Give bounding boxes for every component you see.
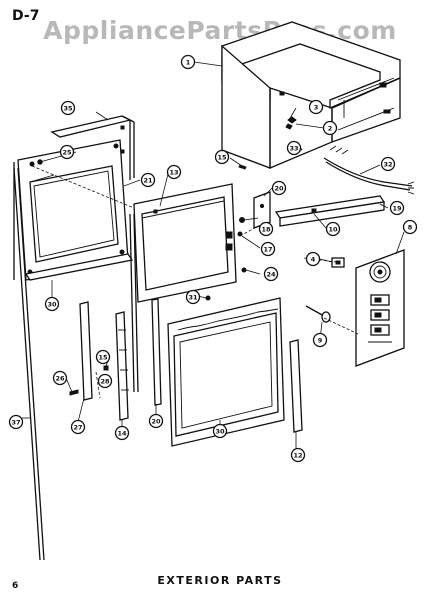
callout-number: 20 — [151, 418, 161, 426]
bottom-frame — [24, 253, 134, 281]
callout-9: 9 — [312, 332, 328, 348]
callout-number: 8 — [408, 224, 413, 232]
callout-37: 37 — [8, 414, 24, 430]
callout-number: 28 — [100, 378, 110, 386]
callout-number: 15 — [98, 354, 108, 362]
control-panel — [355, 249, 405, 367]
callout-number: 2 — [328, 125, 333, 133]
callout-12: 12 — [290, 447, 306, 463]
callout-30-door: 30 — [212, 423, 228, 439]
callout-number: 9 — [318, 337, 323, 345]
upper-rail — [274, 195, 386, 227]
callout-number: 19 — [392, 205, 402, 213]
callout-1: 1 — [180, 54, 196, 70]
callout-number: 25 — [62, 149, 72, 157]
callout-number: 1 — [186, 59, 191, 67]
callout-3: 3 — [308, 99, 324, 115]
knob-shaft — [305, 305, 331, 323]
callout-number: 32 — [383, 161, 392, 169]
callout-number: 37 — [11, 419, 20, 427]
callout-number: 33 — [289, 145, 298, 153]
callout-number: 18 — [261, 226, 271, 234]
callout-10: 10 — [325, 221, 341, 237]
callout-26: 26 — [52, 370, 68, 386]
callout-19: 19 — [389, 200, 405, 216]
callout-number: 4 — [311, 256, 316, 264]
door-assembly — [167, 297, 285, 447]
callout-number: 35 — [63, 105, 73, 113]
diagram-caption: EXTERIOR PARTS — [157, 574, 282, 587]
callout-18: 18 — [258, 221, 274, 237]
page-label: D-7 — [12, 8, 39, 24]
callout-2: 2 — [322, 120, 338, 136]
callout-number: 14 — [117, 430, 127, 438]
hinge-strips — [79, 301, 129, 421]
callout-15-upper: 15 — [214, 149, 230, 165]
callout-32: 32 — [380, 156, 396, 172]
wire-harness — [323, 145, 415, 195]
small-switch — [331, 257, 345, 268]
callout-20-lower: 20 — [148, 413, 164, 429]
top-trim-frame — [50, 115, 135, 180]
callout-31: 31 — [185, 289, 201, 305]
callout-number: 21 — [143, 177, 153, 185]
callout-4: 4 — [305, 251, 321, 267]
page-number: 6 — [12, 581, 18, 591]
side-trim-strip — [13, 167, 45, 561]
callout-15-lower: 15 — [95, 349, 111, 365]
callout-28: 28 — [97, 373, 113, 389]
door-side-trim — [289, 339, 303, 433]
callout-number: 30 — [47, 301, 57, 309]
cabinet-wrapper — [221, 21, 401, 169]
callout-number: 30 — [215, 428, 225, 436]
callout-27: 27 — [70, 419, 86, 435]
callout-25: 25 — [59, 144, 75, 160]
latch-bracket — [253, 191, 271, 229]
callout-number: 17 — [263, 246, 272, 254]
callout-24: 24 — [263, 266, 279, 282]
callout-30-frame: 30 — [44, 296, 60, 312]
callout-number: 15 — [217, 154, 227, 162]
door-frame-strips — [129, 213, 162, 406]
callout-8: 8 — [402, 219, 418, 235]
callout-33: 33 — [286, 140, 302, 156]
callout-13: 13 — [166, 164, 182, 180]
callout-number: 3 — [314, 104, 319, 112]
door-frame — [133, 183, 237, 303]
callout-number: 26 — [55, 375, 65, 383]
callout-number: 31 — [188, 294, 198, 302]
callout-number: 20 — [274, 185, 284, 193]
callout-21: 21 — [140, 172, 156, 188]
callout-number: 24 — [266, 271, 276, 279]
front-panel — [13, 139, 129, 281]
callout-number: 13 — [169, 169, 178, 177]
callout-number: 10 — [328, 226, 338, 234]
callout-20-upper: 20 — [271, 180, 287, 196]
callout-number: 12 — [293, 452, 302, 460]
callout-14: 14 — [114, 425, 130, 441]
callout-35: 35 — [60, 100, 76, 116]
callout-17: 17 — [260, 241, 276, 257]
callout-number: 27 — [73, 424, 82, 432]
